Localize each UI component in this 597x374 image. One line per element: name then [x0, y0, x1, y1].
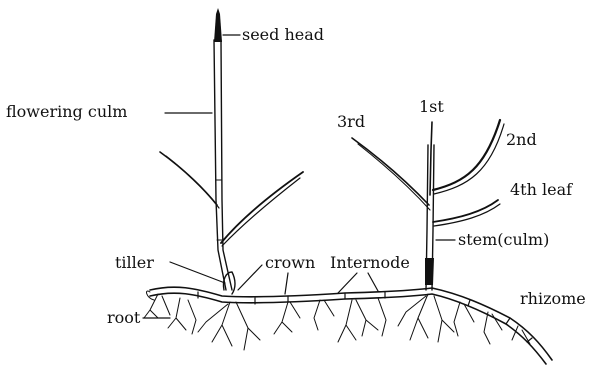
fourth-leaf-label: 4th leaf: [510, 180, 573, 199]
flowering-culm-label: flowering culm: [6, 102, 127, 121]
label-stem-culm: stem(culm): [436, 230, 549, 249]
tiller-label: tiller: [115, 253, 154, 272]
seed-head: [214, 8, 222, 42]
label-tiller: tiller: [115, 253, 225, 283]
label-seed-head: seed head: [223, 25, 324, 44]
second-leaf: [433, 120, 504, 194]
label-first: 1st: [419, 97, 444, 116]
flowering-culm-leaves: [160, 152, 303, 246]
crown-label: crown: [265, 253, 315, 272]
label-root: root: [107, 308, 170, 327]
second-leaf-label: 2nd: [506, 130, 537, 149]
internode-label: Internode: [330, 253, 410, 272]
rhizome: [150, 287, 552, 364]
stem-culm: [425, 145, 434, 290]
rhizome-label: rhizome: [520, 289, 586, 308]
root-label: root: [107, 308, 141, 327]
first-leaf-label: 1st: [419, 97, 444, 116]
seed-head-label: seed head: [242, 25, 324, 44]
label-rhizome: rhizome: [520, 289, 586, 308]
third-leaf: [352, 138, 430, 210]
stem-culm-label: stem(culm): [458, 230, 549, 249]
flowering-culm: [214, 40, 232, 290]
label-flowering-culm: flowering culm: [6, 102, 212, 121]
fourth-leaf: [433, 200, 500, 226]
first-leaf: [430, 122, 432, 195]
label-crown: crown: [238, 253, 315, 294]
label-fourth-leaf: 4th leaf: [510, 180, 573, 199]
label-second: 2nd: [506, 130, 537, 149]
label-internode: Internode: [330, 253, 410, 293]
label-third: 3rd: [337, 112, 365, 131]
third-leaf-label: 3rd: [337, 112, 365, 131]
